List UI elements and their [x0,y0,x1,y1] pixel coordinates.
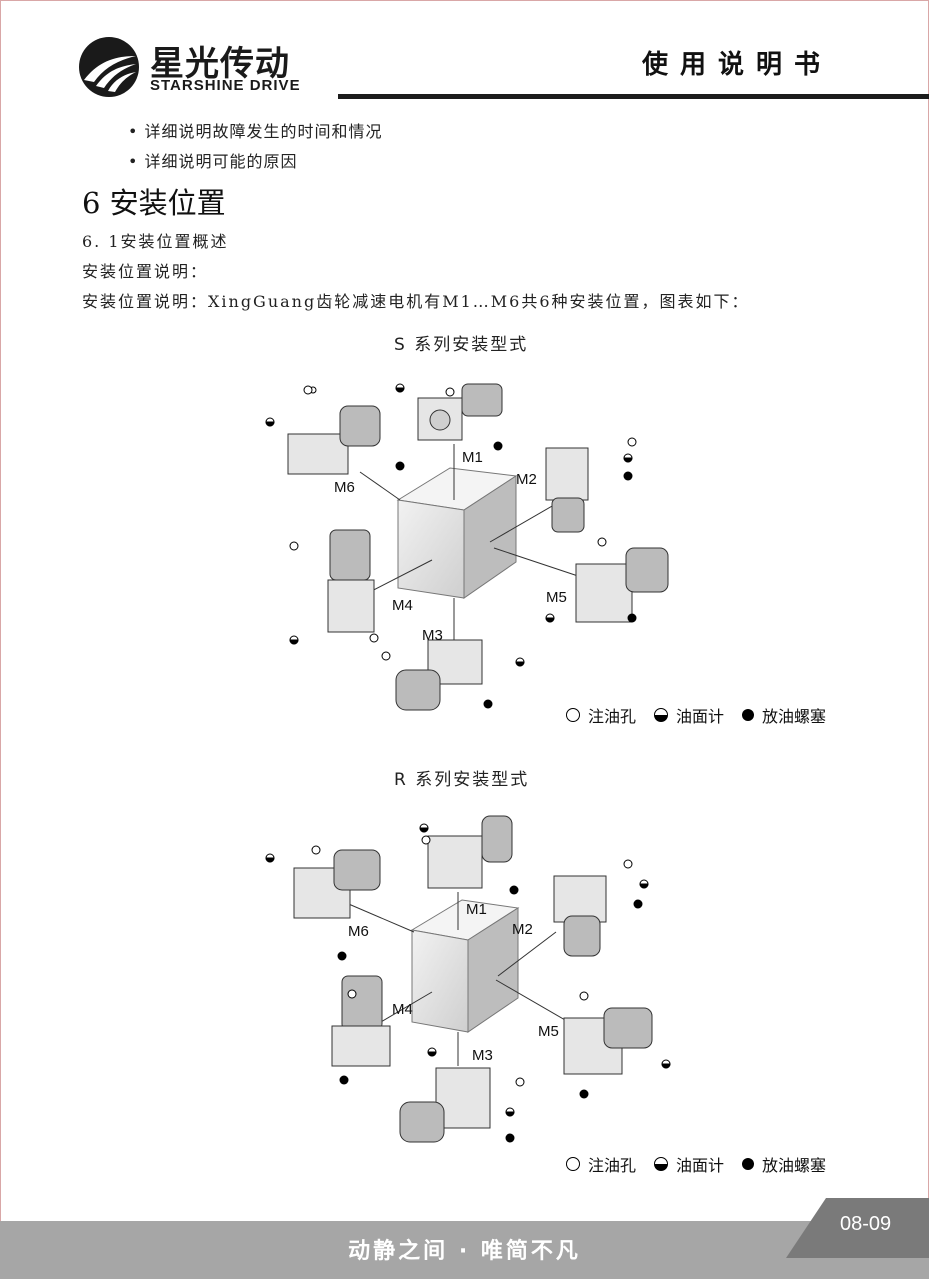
footer-bar [0,1221,929,1279]
r-m4-gearmotor [331,975,391,1067]
center-cube [396,467,518,599]
filled-circle-icon [742,1158,755,1170]
figure-title-s: S 系列安装型式 [394,335,529,355]
company-logo: 星光传动 STARSHINE DRIVE [78,36,318,98]
figure-title-r: R 系列安装型式 [394,770,530,790]
open-circle-icon [566,1157,580,1171]
page-number-tab [786,1198,929,1258]
r-label-m6: M6 [348,923,369,940]
header-rule [338,94,929,99]
logo-english-name: STARSHINE DRIVE [150,77,301,94]
open-circle-icon [566,708,580,722]
r-m3-gearmotor [399,1067,491,1143]
r-label-m1: M1 [466,901,487,918]
r-m1-gearmotor [427,815,513,889]
s-m4-gearmotor [327,529,375,633]
r-label-m4: M4 [392,1001,413,1018]
r-label-m3: M3 [472,1047,493,1064]
bullet-item-time: • 详细说明故障发生的时间和情况 [128,122,383,141]
legend-s: 注油孔 油面计 放油螺塞 [566,703,844,727]
legend-level-gauge-r: 油面计 [654,1152,724,1176]
r-series-mounting-diagram: M1 M2 M3 M4 M5 M6 [265,815,671,1143]
r-m5-gearmotor [563,1007,653,1075]
s-label-m5: M5 [546,589,567,606]
body-line-2: 安装位置说明：XingGuang齿轮减速电机有M1…M6共6种安装位置，图表如下… [82,292,750,311]
legend-fill-hole: 注油孔 [566,703,636,727]
half-filled-circle-icon [654,708,669,722]
s-series-mounting-diagram: M1 M2 M3 M4 M5 M6 [265,383,669,711]
section-heading: 6 安装位置 [82,186,226,220]
s-label-m1: M1 [462,449,483,466]
r-label-m2: M2 [512,921,533,938]
s-m1-gearmotor [309,383,503,441]
s-m5-gearmotor [575,547,669,623]
body-line-1: 安装位置说明： [82,262,209,281]
s-label-m2: M2 [516,471,537,488]
footer-motto: 动静之间 · 唯简不凡 [348,1239,581,1264]
r-label-m5: M5 [538,1023,559,1040]
legend-level-gauge: 油面计 [654,703,724,727]
r-m6-gearmotor [293,849,381,919]
s-m3-gearmotor [395,639,483,711]
s-label-m4: M4 [392,597,413,614]
logo-swoosh-icon [79,37,139,97]
legend-drain-plug: 放油螺塞 [742,703,826,727]
legend-drain-plug-r: 放油螺塞 [742,1152,826,1176]
filled-circle-icon [742,709,755,721]
legend-r: 注油孔 油面计 放油螺塞 [566,1152,844,1176]
r-m2-gearmotor [553,875,607,957]
subsection-heading: 6. 1安装位置概述 [82,232,229,251]
s-m2-gearmotor [545,447,589,533]
s-label-m6: M6 [334,479,355,496]
logo-chinese-name: 星光传动 [150,44,290,84]
half-filled-circle-icon [654,1157,669,1171]
bullet-item-cause: • 详细说明可能的原因 [128,152,298,171]
center-cube-r [410,899,520,1033]
s-label-m3: M3 [422,627,443,644]
page-number: 08-09 [840,1213,892,1235]
s-m6-gearmotor [287,405,381,475]
legend-fill-hole-r: 注油孔 [566,1152,636,1176]
manual-title: 使用说明书 [642,50,833,80]
